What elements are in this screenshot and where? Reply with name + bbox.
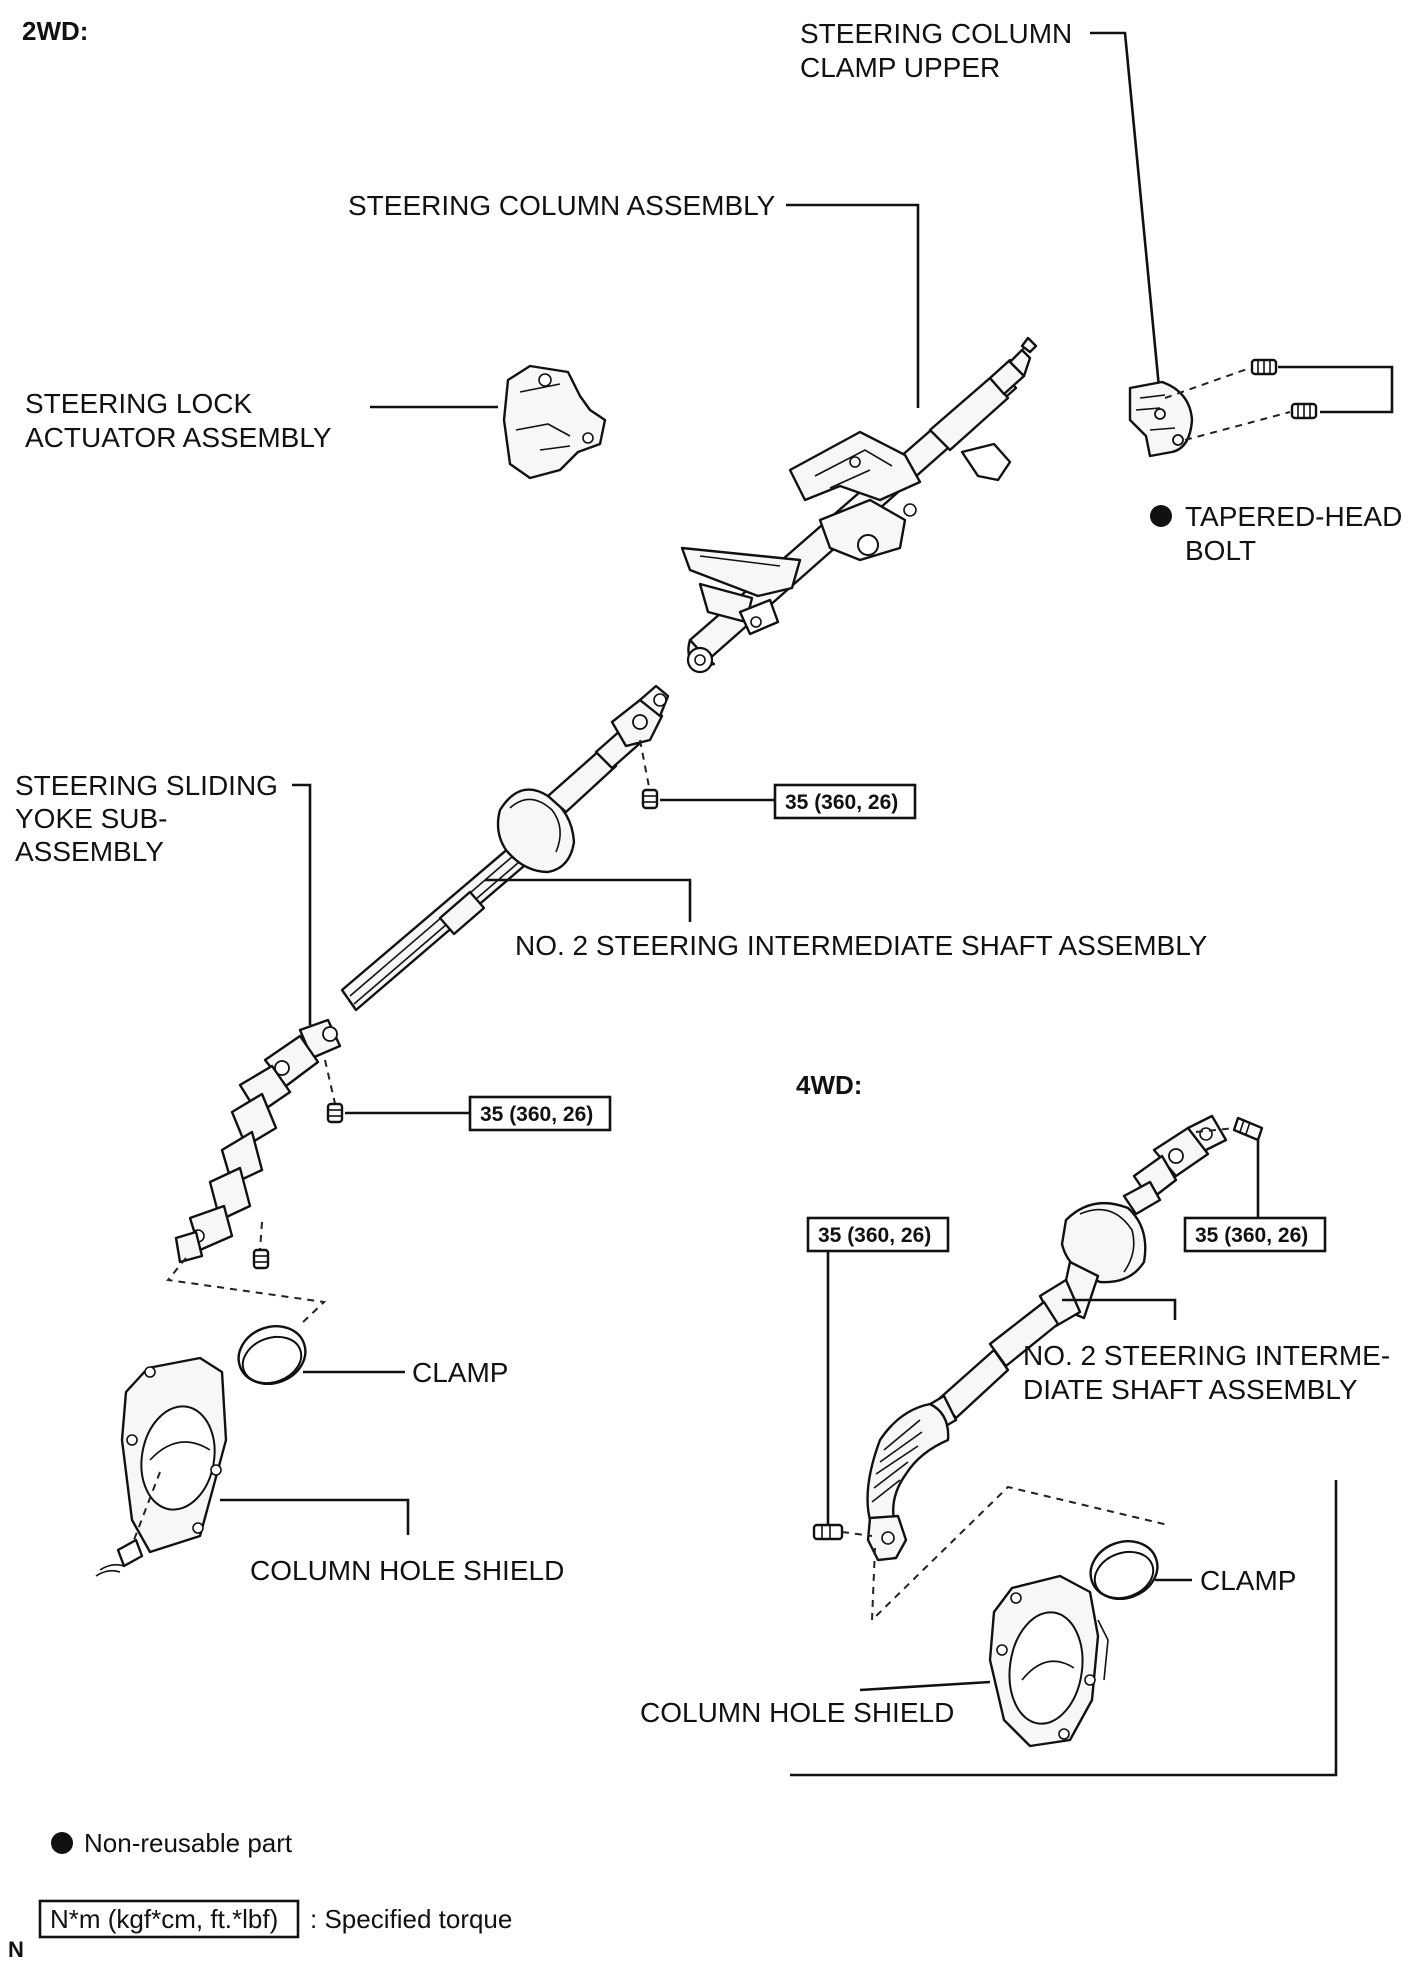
clamp-4wd [1089,1540,1159,1600]
torque-box-4wd-left [806,1216,950,1253]
legend-torque-unit: N*m (kgf*cm, ft.*lbf) [50,1904,278,1934]
leader-intermediate-shaft-4wd [1062,1298,1177,1320]
label-tapered-bolt-line2: BOLT [1185,535,1256,566]
label-sliding-yoke-line1: STEERING SLIDING [15,770,278,801]
label-sliding-yoke-line2: YOKE SUB- [15,803,167,834]
leader-clamp-upper [1090,31,1162,399]
dash-bolt-b [1184,411,1291,441]
dash-bolt-2wd-mid [324,1059,337,1109]
label-intermediate-shaft-4wd-line2: DIATE SHAFT ASSEMBLY [1023,1374,1358,1405]
torque-4wd-right: 35 (360, 26) [1195,1224,1308,1247]
label-intermediate-shaft-2wd: NO. 2 STEERING INTERMEDIATE SHAFT ASSEMB… [515,930,1208,961]
bolt-4wd-right [1232,1116,1264,1142]
dash-4wd-projection [870,1485,1169,1623]
bolt-2wd-low [252,1248,270,1270]
label-clamp-2wd: CLAMP [412,1357,508,1388]
legend-torque-box [38,1899,300,1939]
torque-box-4wd-right [1183,1216,1327,1253]
panel-4wd-frame [790,1480,1338,1777]
label-column-hole-shield-4wd: COLUMN HOLE SHIELD [640,1697,954,1728]
label-tapered-bolt-line1: TAPERED-HEAD [1185,501,1402,532]
leader-shield-4wd [859,1680,991,1692]
tapered-head-bolt-b [1290,402,1318,420]
torque-2wd-upper: 35 (360, 26) [785,791,898,814]
column-hole-shield-4wd [988,1574,1109,1748]
dash-bolt-2wd-upper [639,739,651,793]
leader-tapered-bolt [1278,365,1394,414]
label-clamp-4wd: CLAMP [1200,1565,1296,1596]
variant-2wd-heading: 2WD: [22,16,88,46]
label-sliding-yoke-line3: ASSEMBLY [15,836,164,867]
label-lock-actuator-line1: STEERING LOCK [25,388,252,419]
leader-column-assembly [786,203,920,408]
legend-non-reusable-marker [51,1832,73,1854]
dash-2wd-projection [166,1257,327,1326]
intermediate-shaft-2wd [340,684,670,1012]
label-clamp-upper-line1: STEERING COLUMN [800,18,1072,49]
label-column-hole-shield-2wd: COLUMN HOLE SHIELD [250,1555,564,1586]
dash-bolt-a [1164,367,1251,399]
steering-column-clamp-upper [1128,380,1194,458]
corner-mark: N [8,1937,24,1962]
clamp-2wd [237,1325,307,1385]
leader-intermediate-shaft-2wd [485,878,692,922]
legend-torque-description: : Specified torque [310,1904,512,1934]
shield-fastener-2wd [95,1538,144,1577]
legend-non-reusable-text: Non-reusable part [84,1828,293,1858]
bolt-2wd-upper [641,788,659,810]
intermediate-shaft-4wd [866,1114,1228,1562]
dash-bolt-2wd-low [259,1221,263,1251]
label-steering-column-assembly: STEERING COLUMN ASSEMBLY [348,190,776,221]
label-intermediate-shaft-4wd-line1: NO. 2 STEERING INTERME- [1023,1340,1390,1371]
torque-2wd-lower: 35 (360, 26) [480,1103,593,1126]
tapered-head-bolt-a [1250,358,1278,376]
leader-shield-2wd [220,1498,410,1535]
steering-sliding-yoke [174,1018,342,1264]
torque-box-2wd-upper [773,783,917,820]
dash-shield-bolt-2wd [131,1471,161,1546]
leader-sliding-yoke [292,783,312,1025]
torque-4wd-left: 35 (360, 26) [818,1224,931,1247]
bolt-2wd-mid [326,1102,344,1124]
label-lock-actuator-line2: ACTUATOR ASSEMBLY [25,422,332,453]
steering-lock-actuator-assembly [502,364,607,480]
dash-bolt-4wd-right [1195,1127,1236,1133]
bolt-4wd-left [812,1523,844,1541]
label-clamp-upper-line2: CLAMP UPPER [800,52,1000,83]
variant-4wd-heading: 4WD: [796,1070,862,1100]
dash-bolt-4wd-left [841,1531,873,1537]
torque-box-2wd-lower [468,1095,612,1132]
column-hole-shield-2wd [120,1356,228,1554]
steering-column-assembly [680,336,1038,674]
non-reusable-marker [1150,505,1172,527]
